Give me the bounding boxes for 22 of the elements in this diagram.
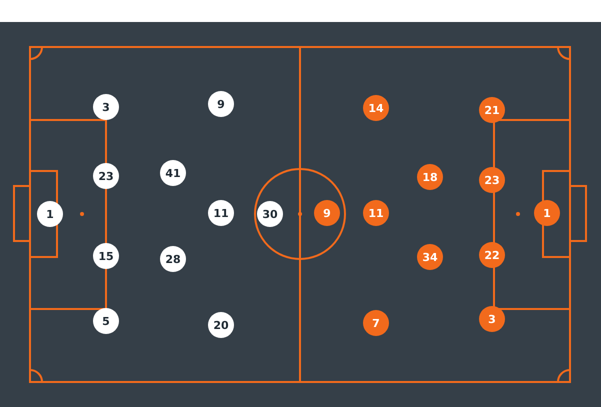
player-marker: 11 <box>363 200 389 226</box>
player-marker: 34 <box>417 244 443 270</box>
player-marker: 9 <box>314 200 340 226</box>
player-marker: 21 <box>479 97 505 123</box>
player-marker: 41 <box>160 160 186 186</box>
player-marker: 30 <box>257 201 283 227</box>
player-marker: 1 <box>37 201 63 227</box>
player-marker: 7 <box>363 310 389 336</box>
player-marker: 11 <box>208 200 234 226</box>
player-marker: 23 <box>479 167 505 193</box>
player-marker: 1 <box>534 200 560 226</box>
player-marker: 14 <box>363 95 389 121</box>
player-marker: 9 <box>208 91 234 117</box>
player-marker: 3 <box>479 306 505 332</box>
player-marker: 5 <box>93 308 119 334</box>
player-marker: 23 <box>93 163 119 189</box>
player-marker: 18 <box>417 164 443 190</box>
player-marker: 20 <box>208 312 234 338</box>
player-marker: 28 <box>160 246 186 272</box>
player-marker: 3 <box>93 94 119 120</box>
player-marker: 22 <box>479 242 505 268</box>
player-marker: 15 <box>93 243 119 269</box>
